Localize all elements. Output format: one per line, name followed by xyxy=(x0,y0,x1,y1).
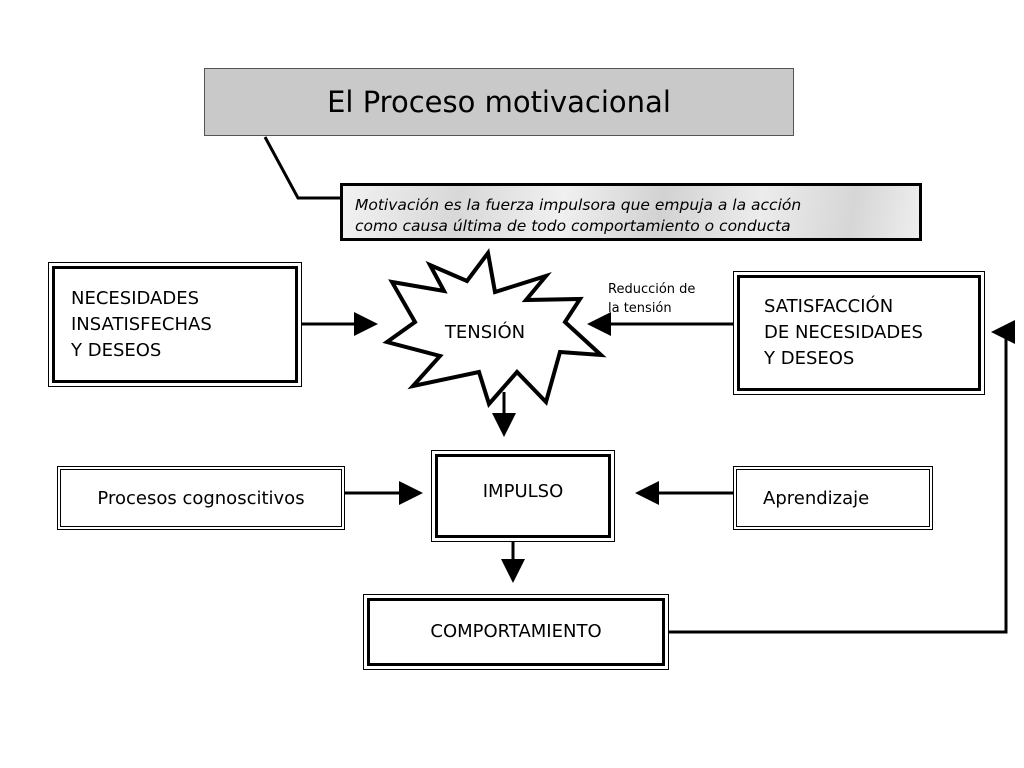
definition-box: Motivación es la fuerza impulsora que em… xyxy=(340,183,922,241)
tension-starburst xyxy=(382,248,607,409)
definition-line-2: como causa última de todo comportamiento… xyxy=(355,217,791,235)
node-behavior: COMPORTAMIENTO xyxy=(363,594,669,670)
node-impulse: IMPULSO xyxy=(431,450,615,542)
node-satisfaction-label: SATISFACCIÓN DE NECESIDADES Y DESEOS xyxy=(764,296,923,369)
edge-label-tension-reduction: Reducción de la tensión xyxy=(608,282,696,316)
node-learning-label: Aprendizaje xyxy=(763,487,870,509)
definition-line-1: Motivación es la fuerza impulsora que em… xyxy=(355,196,802,214)
node-tension-label: TENSIÓN xyxy=(444,322,526,343)
node-cognitive-processes: Procesos cognoscitivos xyxy=(57,466,345,530)
callout-line xyxy=(263,136,340,200)
node-impulse-label: IMPULSO xyxy=(482,481,564,502)
node-behavior-label: COMPORTAMIENTO xyxy=(430,621,602,642)
page-title-text: El Proceso motivacional xyxy=(327,85,671,119)
node-cognitive-processes-label: Procesos cognoscitivos xyxy=(97,487,305,509)
page-title: El Proceso motivacional xyxy=(204,68,794,136)
node-needs: NECESIDADES INSATISFECHAS Y DESEOS xyxy=(48,262,302,387)
node-needs-label: NECESIDADES INSATISFECHAS Y DESEOS xyxy=(71,287,212,361)
node-satisfaction: SATISFACCIÓN DE NECESIDADES Y DESEOS xyxy=(733,271,985,395)
node-learning: Aprendizaje xyxy=(733,466,933,530)
